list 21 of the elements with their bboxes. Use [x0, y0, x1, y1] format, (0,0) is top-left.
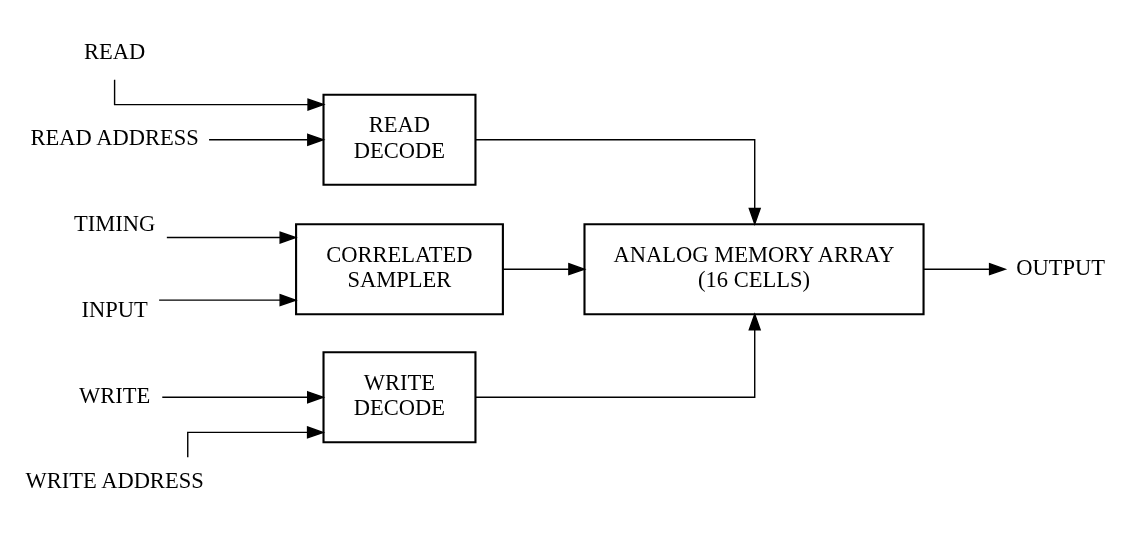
arrow: [923, 262, 1008, 276]
node-text: INPUT: [81, 296, 148, 322]
arrow: [502, 262, 587, 276]
node-text: TIMING: [73, 210, 156, 236]
arrow: [166, 231, 298, 244]
arrow: [208, 133, 326, 147]
node-box: ANALOG MEMORY ARRAY (16 CELLS): [583, 223, 925, 316]
node-box: CORRELATED SAMPLER: [295, 223, 504, 316]
node-text: READ ADDRESS: [30, 125, 199, 151]
node-box: WRITE DECODE: [322, 351, 477, 444]
node-text: WRITE: [78, 382, 151, 408]
arrow: [187, 426, 326, 458]
node-box: READ DECODE: [322, 93, 477, 186]
arrow: [158, 293, 298, 307]
node-text: WRITE ADDRESS: [25, 468, 204, 494]
arrow: [475, 312, 762, 398]
node-text: OUTPUT: [1016, 254, 1106, 280]
arrow: [161, 390, 326, 404]
node-text: READ: [83, 39, 146, 65]
arrow: [113, 79, 326, 111]
arrow: [475, 139, 762, 227]
